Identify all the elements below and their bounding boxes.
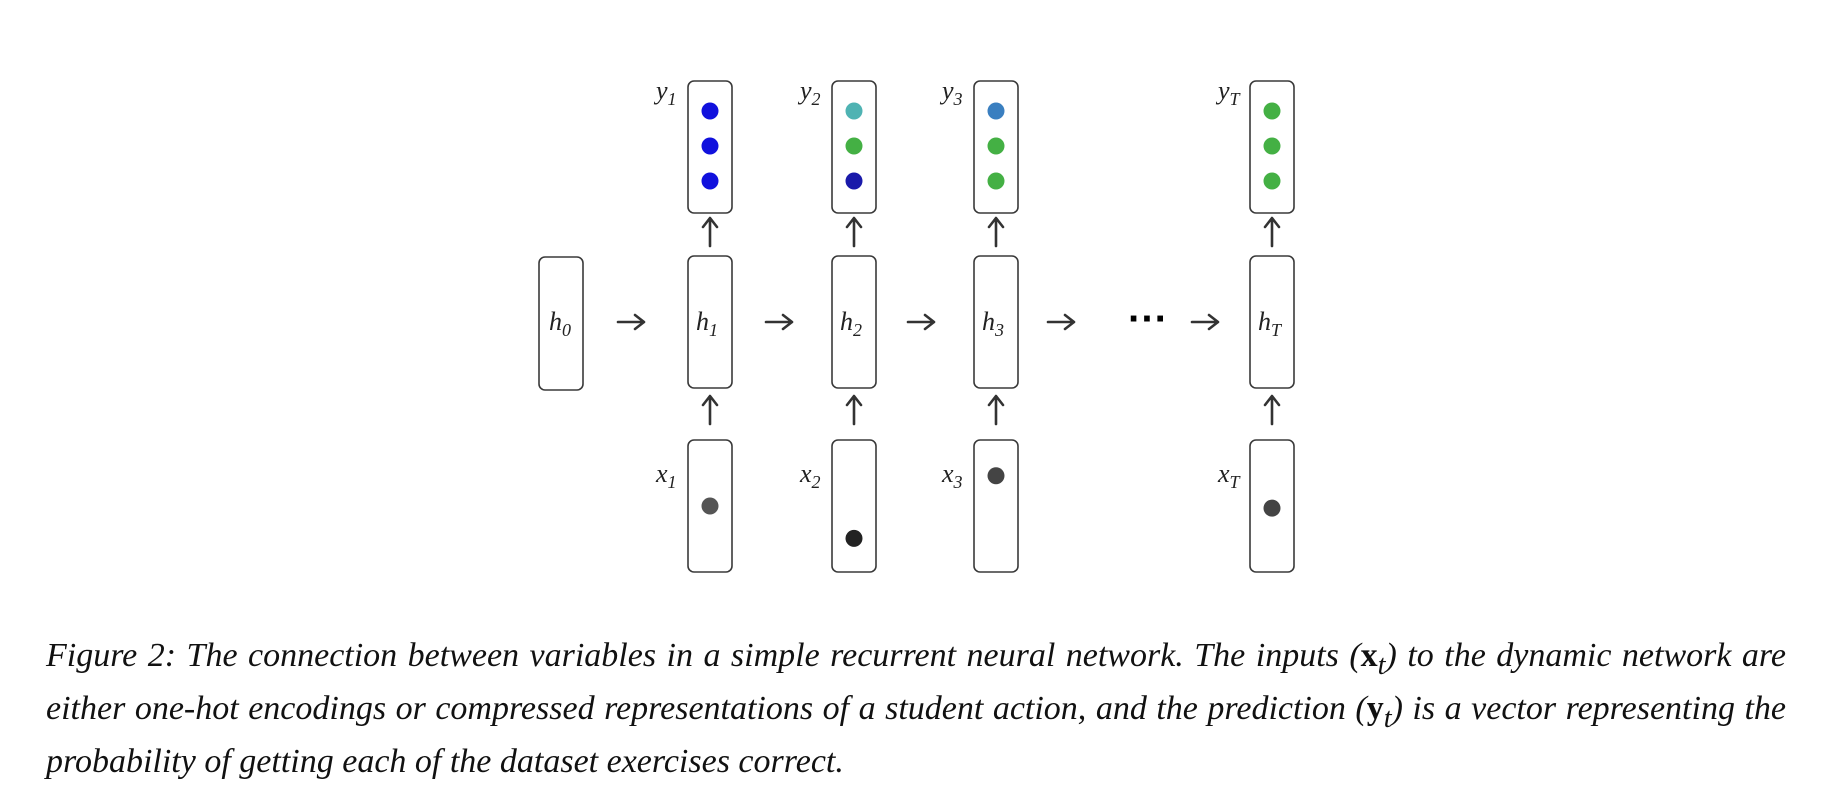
hidden-state-box xyxy=(973,255,1019,389)
output-probability-dot xyxy=(845,102,863,120)
timestep-2: y2 h2 x2 xyxy=(797,76,877,573)
timestep-3: y3 h3 x3 xyxy=(939,76,1019,573)
output-probability-dot xyxy=(845,172,863,190)
hidden-state-label: h2 xyxy=(840,307,862,340)
arrow-h-to-y xyxy=(987,216,1005,248)
output-label: y3 xyxy=(939,76,963,109)
input-label: x1 xyxy=(655,459,677,492)
hidden-state-box xyxy=(831,255,877,389)
timesteps: y1 h1 x1 y2 h2 x2 y3 h3 x3 yT hT xT xyxy=(653,76,1295,573)
output-label: yT xyxy=(1215,76,1242,109)
h0-label: h0 xyxy=(549,307,571,340)
timestep-1: y1 h1 x1 xyxy=(653,76,733,573)
input-label: x3 xyxy=(941,459,963,492)
caption-y-symbol: y xyxy=(1366,689,1384,727)
output-probability-dot xyxy=(701,137,719,155)
output-probability-dot xyxy=(701,172,719,190)
arrow-x-to-h xyxy=(987,394,1005,426)
arrow-x-to-h xyxy=(701,394,719,426)
hidden-state-label: h1 xyxy=(696,307,718,340)
arrows xyxy=(616,313,1220,331)
input-encoding-dot xyxy=(987,467,1005,485)
output-probability-dot xyxy=(987,172,1005,190)
hidden-state-box xyxy=(687,255,733,389)
arrow-ellipsis-hT xyxy=(1190,313,1220,331)
input-encoding-dot xyxy=(701,497,719,515)
arrow-x-to-h xyxy=(845,394,863,426)
output-label: y2 xyxy=(797,76,821,109)
h0-box xyxy=(538,256,584,391)
caption-tail: ) is a vector representing the probabili… xyxy=(46,689,1786,780)
output-probability-dot xyxy=(1263,172,1281,190)
timestep-T: yT hT xT xyxy=(1215,76,1295,573)
arrow-h-to-y xyxy=(1263,216,1281,248)
arrow-h-to-y xyxy=(845,216,863,248)
input-box xyxy=(973,439,1019,573)
input-box xyxy=(831,439,877,573)
arrow-h3-ellipsis xyxy=(1046,313,1076,331)
output-probability-dot xyxy=(845,137,863,155)
arrow-h2-h3 xyxy=(906,313,936,331)
arrow-h-to-y xyxy=(701,216,719,248)
arrow-x-to-h xyxy=(1263,394,1281,426)
output-label: y1 xyxy=(653,76,677,109)
figure-caption: Figure 2: The connection between variabl… xyxy=(46,634,1786,783)
caption-x-subscript: t xyxy=(1377,649,1386,681)
output-probability-dot xyxy=(1263,102,1281,120)
ellipsis: ··· xyxy=(1128,297,1168,341)
caption-x-symbol: x xyxy=(1360,637,1378,674)
output-probability-dot xyxy=(987,137,1005,155)
hidden-state-box xyxy=(1249,255,1295,389)
arrow-h0-h1 xyxy=(616,313,646,331)
hidden-state-label: h3 xyxy=(982,307,1004,340)
rnn-diagram: h0 ··· y1 h1 x1 y2 h2 x2 y3 h3 x3 yT hT xT xyxy=(538,76,1295,573)
output-probability-dot xyxy=(987,102,1005,120)
output-probability-dot xyxy=(1263,137,1281,155)
input-encoding-dot xyxy=(1263,499,1281,517)
input-label: x2 xyxy=(799,459,821,492)
input-encoding-dot xyxy=(845,529,863,547)
caption-lead: Figure 2: The connection between variabl… xyxy=(46,637,1361,674)
input-label: xT xyxy=(1217,459,1242,492)
arrow-h1-h2 xyxy=(764,313,794,331)
output-probability-dot xyxy=(701,102,719,120)
caption-y-subscript: t xyxy=(1383,702,1392,734)
hidden-state-label: hT xyxy=(1258,307,1283,340)
caption-middle: ) to the dynamic network are either one-… xyxy=(46,637,1786,727)
